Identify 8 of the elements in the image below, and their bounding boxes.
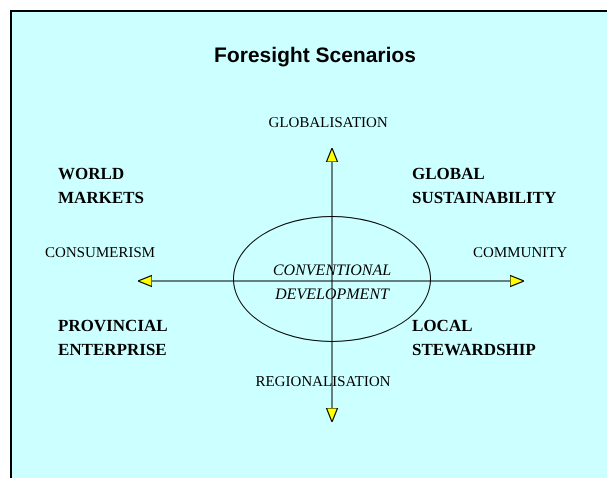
axis-label: COMMUNITY — [473, 245, 568, 262]
quadrant-label: LOCAL STEWARDSHIP — [412, 315, 536, 361]
axis-label: GLOBALISATION — [268, 115, 388, 132]
quadrant-label: WORLD MARKETS — [58, 163, 144, 209]
quadrant-label: PROVINCIAL ENTERPRISE — [58, 315, 167, 361]
quadrant-label: GLOBAL SUSTAINABILITY — [412, 163, 556, 209]
title: Foresight Scenarios — [213, 44, 417, 68]
axis-label: CONSUMERISM — [45, 245, 156, 262]
